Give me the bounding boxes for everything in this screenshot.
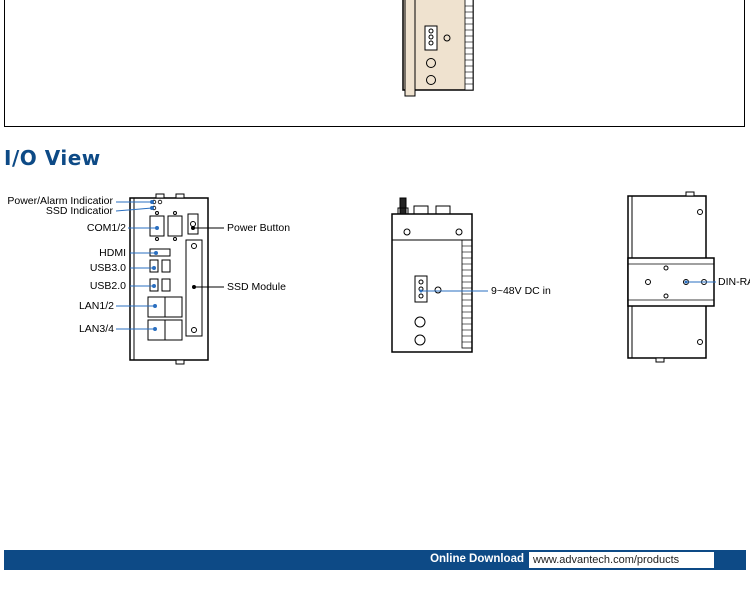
- label-usb2: USB2.0: [89, 280, 126, 292]
- section-title: I/O View: [4, 146, 101, 170]
- label-hdmi: HDMI: [99, 247, 126, 259]
- label-din-rail: DIN-RA: [718, 276, 750, 288]
- footer-url-link[interactable]: www.advantech.com/products: [529, 552, 714, 568]
- label-usb3: USB3.0: [89, 262, 126, 274]
- label-lan34: LAN3/4: [78, 323, 114, 335]
- label-ssd-module: SSD Module: [227, 281, 286, 293]
- top-device-body: [402, 0, 474, 97]
- top-product-frame: [4, 0, 745, 127]
- label-com: COM1/2: [86, 222, 126, 234]
- label-ssd-indicator: SSD Indicatior: [45, 205, 113, 217]
- front-device-body: [129, 193, 209, 365]
- label-lan12: LAN1/2: [78, 300, 114, 312]
- front-leader-lines: [115, 200, 224, 331]
- top-device-drawing: [402, 0, 474, 97]
- footer-bar: Online Download www.advantech.com/produc…: [4, 550, 746, 570]
- label-power-alarm-indicator: Power/Alarm Indicatior: [7, 195, 113, 207]
- label-power-button: Power Button: [227, 222, 291, 234]
- label-dc-in: 9~48V DC in: [491, 285, 551, 297]
- footer-online-download-label: Online Download: [430, 553, 524, 565]
